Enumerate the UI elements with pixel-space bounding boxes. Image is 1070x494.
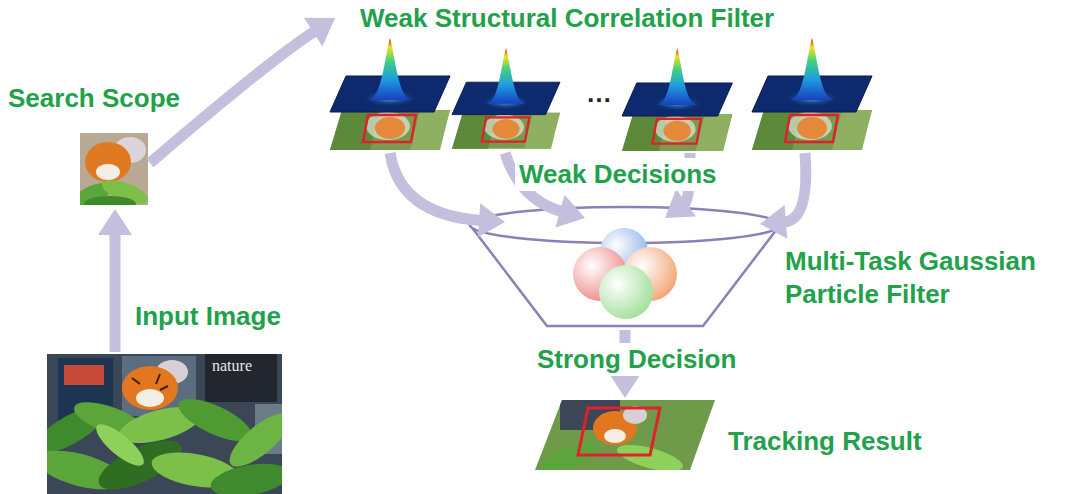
illustration-part xyxy=(752,38,872,150)
edge-label: Strong Decision xyxy=(533,343,740,376)
input-image-node: Input Image xyxy=(47,354,282,494)
illustration-part xyxy=(599,265,653,319)
correlation-maps xyxy=(330,38,872,151)
node-label: Tracking Result xyxy=(728,425,922,458)
poster-text: nature xyxy=(212,357,252,375)
illustration-part xyxy=(208,458,282,494)
illustration-part xyxy=(91,418,150,472)
flow-arrow xyxy=(390,153,505,237)
illustration-part xyxy=(96,164,120,180)
tracking-result-node: Tracking Result xyxy=(535,400,715,470)
illustration-part xyxy=(205,354,277,402)
arrow-head xyxy=(304,18,335,47)
arrow-head xyxy=(478,203,505,237)
illustration-part xyxy=(622,48,732,151)
node-label: Input Image xyxy=(135,300,281,333)
illustration-part xyxy=(84,196,136,205)
search-scope-photo xyxy=(80,133,148,205)
illustration-part xyxy=(604,429,626,443)
arrow-head xyxy=(555,195,585,228)
illustration-part xyxy=(132,374,168,390)
ellipsis-mark: … xyxy=(586,78,612,109)
arrow-head xyxy=(608,372,642,398)
search-scope-node: Search Scope xyxy=(80,133,148,205)
illustration-part xyxy=(452,48,560,149)
arrow-head xyxy=(665,189,696,218)
arrow-shaft xyxy=(390,153,481,220)
input-photo xyxy=(47,354,282,494)
illustration-part xyxy=(122,366,178,410)
node-label: Multi-Task Gaussian Particle Filter xyxy=(785,245,1055,310)
node-label: Search Scope xyxy=(8,82,180,115)
illustration-part xyxy=(64,365,104,385)
illustration-part xyxy=(85,142,131,182)
flow-arrow xyxy=(98,209,132,352)
illustration-part xyxy=(470,225,780,326)
result-photo xyxy=(535,400,715,478)
funnel-node: Multi-Task Gaussian Particle Filter xyxy=(470,205,785,330)
flow-arrow xyxy=(760,153,806,239)
funnel xyxy=(470,207,780,326)
illustration-part xyxy=(330,38,450,150)
arrow-shaft xyxy=(784,153,806,222)
arrow-head xyxy=(760,205,787,239)
illustration-part xyxy=(136,389,164,407)
arrow-head xyxy=(98,209,132,235)
illustration-part xyxy=(578,408,660,455)
node-label: Weak Structural Correlation Filter xyxy=(360,2,774,35)
edge-label: Weak Decisions xyxy=(515,158,721,191)
illustration-part xyxy=(615,440,686,477)
illustration-part xyxy=(538,438,601,477)
arrow-shaft xyxy=(110,233,121,352)
